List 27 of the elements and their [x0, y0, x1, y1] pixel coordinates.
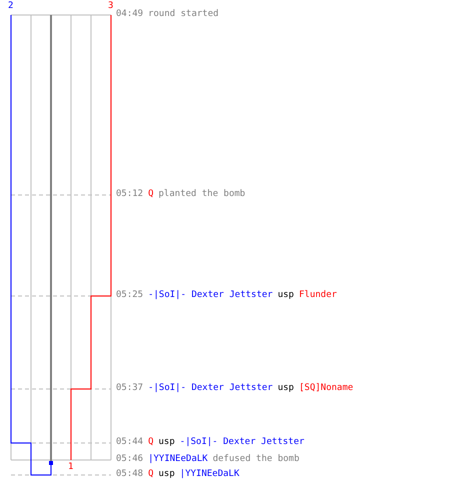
event-text: round started [148, 9, 219, 19]
weapon-name: usp [278, 383, 294, 393]
weapon-name: usp [158, 469, 175, 479]
player-name: Q [148, 469, 154, 479]
player-name: -|SoI|- Dexter Jettster [148, 290, 273, 300]
player-name: [SQ]Noname [298, 383, 354, 393]
player-name: -|SoI|- Dexter Jettster [148, 383, 273, 393]
timestamp: 05:48 [116, 469, 144, 479]
track-number: 1 [68, 462, 74, 472]
player-name: |YYINEeDaLK [148, 454, 208, 464]
track-number: 2 [8, 1, 14, 11]
timestamp: 05:12 [116, 189, 144, 199]
timestamp: 05:46 [116, 454, 144, 464]
event-text: planted the bomb [158, 189, 246, 199]
timestamp: 05:25 [116, 290, 144, 300]
track-number: 3 [108, 1, 114, 11]
player-name: |YYINEeDaLK [180, 469, 240, 479]
event-text: defused the bomb [212, 454, 300, 464]
timestamp: 05:37 [116, 383, 144, 393]
weapon-name: usp [158, 437, 175, 447]
player-name: Flunder [298, 290, 337, 300]
timestamp: 05:44 [116, 437, 144, 447]
player-name: Q [148, 189, 154, 199]
player-name: -|SoI|- Dexter Jettster [180, 437, 304, 447]
player-name: Q [148, 437, 154, 447]
weapon-name: usp [278, 290, 294, 300]
timestamp: 04:49 [116, 9, 144, 19]
